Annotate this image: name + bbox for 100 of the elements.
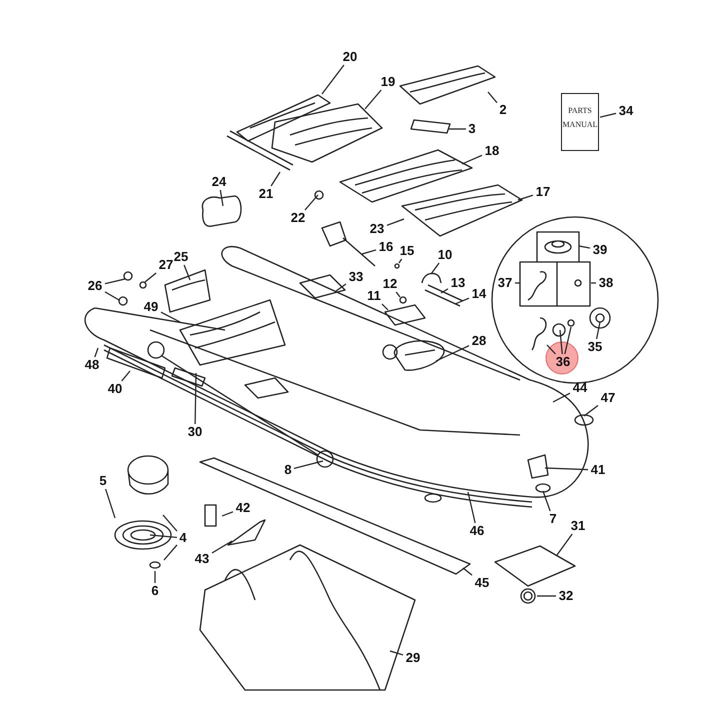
callout-number: 46 — [468, 524, 486, 538]
leader-line — [121, 370, 130, 382]
callout-number: 22 — [289, 211, 307, 225]
leader-line — [364, 90, 382, 110]
leader-line — [104, 278, 126, 284]
leader-line — [220, 190, 224, 206]
callout-number: 27 — [157, 258, 175, 272]
callout-number: 36 — [554, 355, 572, 369]
leader-line — [430, 262, 440, 274]
callout-number: 20 — [341, 50, 359, 64]
callout-number: 49 — [142, 300, 160, 314]
leader-line — [222, 511, 234, 517]
leader-line — [162, 514, 178, 532]
leader-line — [467, 492, 476, 524]
leader-line — [462, 154, 482, 165]
callout-number: 10 — [436, 248, 454, 262]
callout-number: 39 — [591, 243, 609, 257]
callout-number: 5 — [98, 474, 108, 488]
leader-line — [144, 272, 156, 282]
leader-line — [518, 194, 534, 201]
leader-line — [596, 322, 601, 340]
leader-line — [584, 405, 598, 416]
leader-line — [556, 534, 573, 556]
leader-line — [552, 392, 570, 403]
leader-line — [578, 245, 590, 249]
callout-number: 6 — [150, 584, 160, 598]
callout-number: 26 — [86, 279, 104, 293]
callout-number: 4 — [178, 531, 188, 545]
callout-number: 8 — [283, 463, 293, 477]
callout-number: 2 — [498, 103, 508, 117]
callout-number: 37 — [496, 276, 514, 290]
leader-line — [544, 467, 588, 470]
leader-line — [160, 312, 180, 323]
callout-number: 28 — [470, 334, 488, 348]
leader-line — [600, 112, 616, 118]
leader-line — [515, 282, 520, 284]
callout-number: 41 — [589, 463, 607, 477]
callout-number: 48 — [83, 358, 101, 372]
callout-number: 18 — [483, 144, 501, 158]
leader-line — [488, 92, 498, 104]
leader-line — [164, 544, 178, 560]
leader-line — [194, 372, 197, 424]
callout-number: 35 — [586, 340, 604, 354]
callout-number: 30 — [186, 425, 204, 439]
callout-number: 12 — [381, 277, 399, 291]
leader-line — [454, 298, 470, 305]
callout-number: 21 — [257, 187, 275, 201]
leader-line — [294, 460, 324, 470]
callout-number: 17 — [534, 185, 552, 199]
leader-line — [270, 172, 280, 186]
callout-number: 23 — [368, 222, 386, 236]
parts-manual-booklet: PARTS MANUAL — [561, 93, 599, 151]
leader-line — [336, 284, 346, 292]
callout-number: 11 — [365, 289, 383, 303]
callout-number: 45 — [473, 576, 491, 590]
leader-line — [184, 264, 191, 280]
leader-line — [462, 568, 472, 576]
leader-line — [449, 128, 466, 130]
leader-line — [304, 194, 318, 210]
leader-line — [537, 595, 556, 597]
leader-line — [104, 291, 120, 301]
callout-number: 14 — [470, 287, 488, 301]
callout-number: 43 — [193, 552, 211, 566]
callout-number: 38 — [597, 276, 615, 290]
callout-number: 19 — [379, 75, 397, 89]
callout-number: 15 — [398, 244, 416, 258]
callout-number: 47 — [599, 391, 617, 405]
leader-line — [362, 249, 376, 255]
leader-line — [322, 64, 344, 94]
leader-line — [559, 330, 563, 354]
leader-line — [398, 258, 402, 264]
callout-number: 42 — [234, 501, 252, 515]
callout-number: 3 — [467, 122, 477, 136]
leader-line — [542, 490, 551, 512]
leader-line — [94, 348, 99, 358]
leader-line — [564, 326, 572, 354]
callout-number: 25 — [172, 250, 190, 264]
leader-line — [212, 540, 232, 554]
callout-number: 34 — [617, 104, 635, 118]
callout-number: 29 — [404, 651, 422, 665]
callout-number: 24 — [210, 175, 228, 189]
leader-line — [440, 288, 448, 294]
leader-line — [591, 282, 596, 284]
leader-line — [386, 218, 404, 226]
callout-number: 33 — [347, 270, 365, 284]
leader-line — [390, 650, 404, 656]
leader-line — [154, 571, 156, 583]
leader-line — [436, 345, 470, 362]
leader-line — [396, 292, 400, 298]
leader-line — [150, 534, 178, 538]
callout-number: 7 — [548, 512, 558, 526]
callout-number: 40 — [106, 382, 124, 396]
callout-number: 44 — [571, 381, 589, 395]
callout-number: 16 — [377, 240, 395, 254]
leader-line — [546, 344, 556, 354]
callout-number: 13 — [449, 276, 467, 290]
callout-number: 32 — [557, 589, 575, 603]
callout-number: 31 — [569, 519, 587, 533]
leader-line — [382, 304, 388, 310]
leader-line — [105, 488, 116, 518]
